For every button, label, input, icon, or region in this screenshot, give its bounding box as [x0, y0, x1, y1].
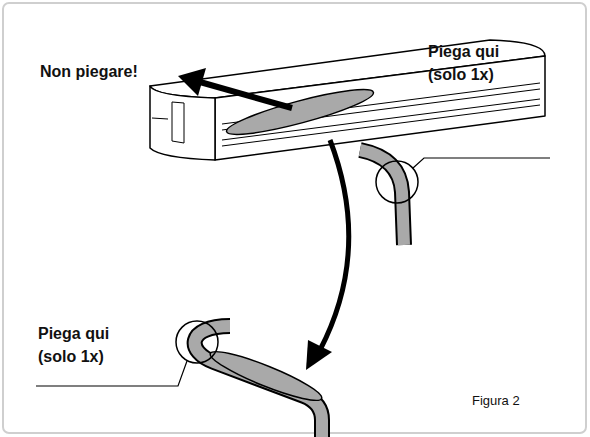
warning-label: Non piegare!	[40, 60, 138, 83]
pipe-section-original	[224, 82, 377, 143]
indoor-unit	[150, 40, 545, 160]
bend-circle	[376, 161, 418, 203]
arrow-bend-down	[306, 140, 349, 370]
frame	[3, 3, 586, 433]
leader-line	[413, 158, 550, 168]
arrow-do-not-bend	[178, 68, 292, 108]
bend-circle	[176, 321, 218, 363]
figure-caption: Figura 2	[472, 392, 520, 411]
bend-label: Piega qui (solo 1x)	[428, 40, 528, 86]
bend-label: Piega qui (solo 1x)	[38, 322, 138, 368]
